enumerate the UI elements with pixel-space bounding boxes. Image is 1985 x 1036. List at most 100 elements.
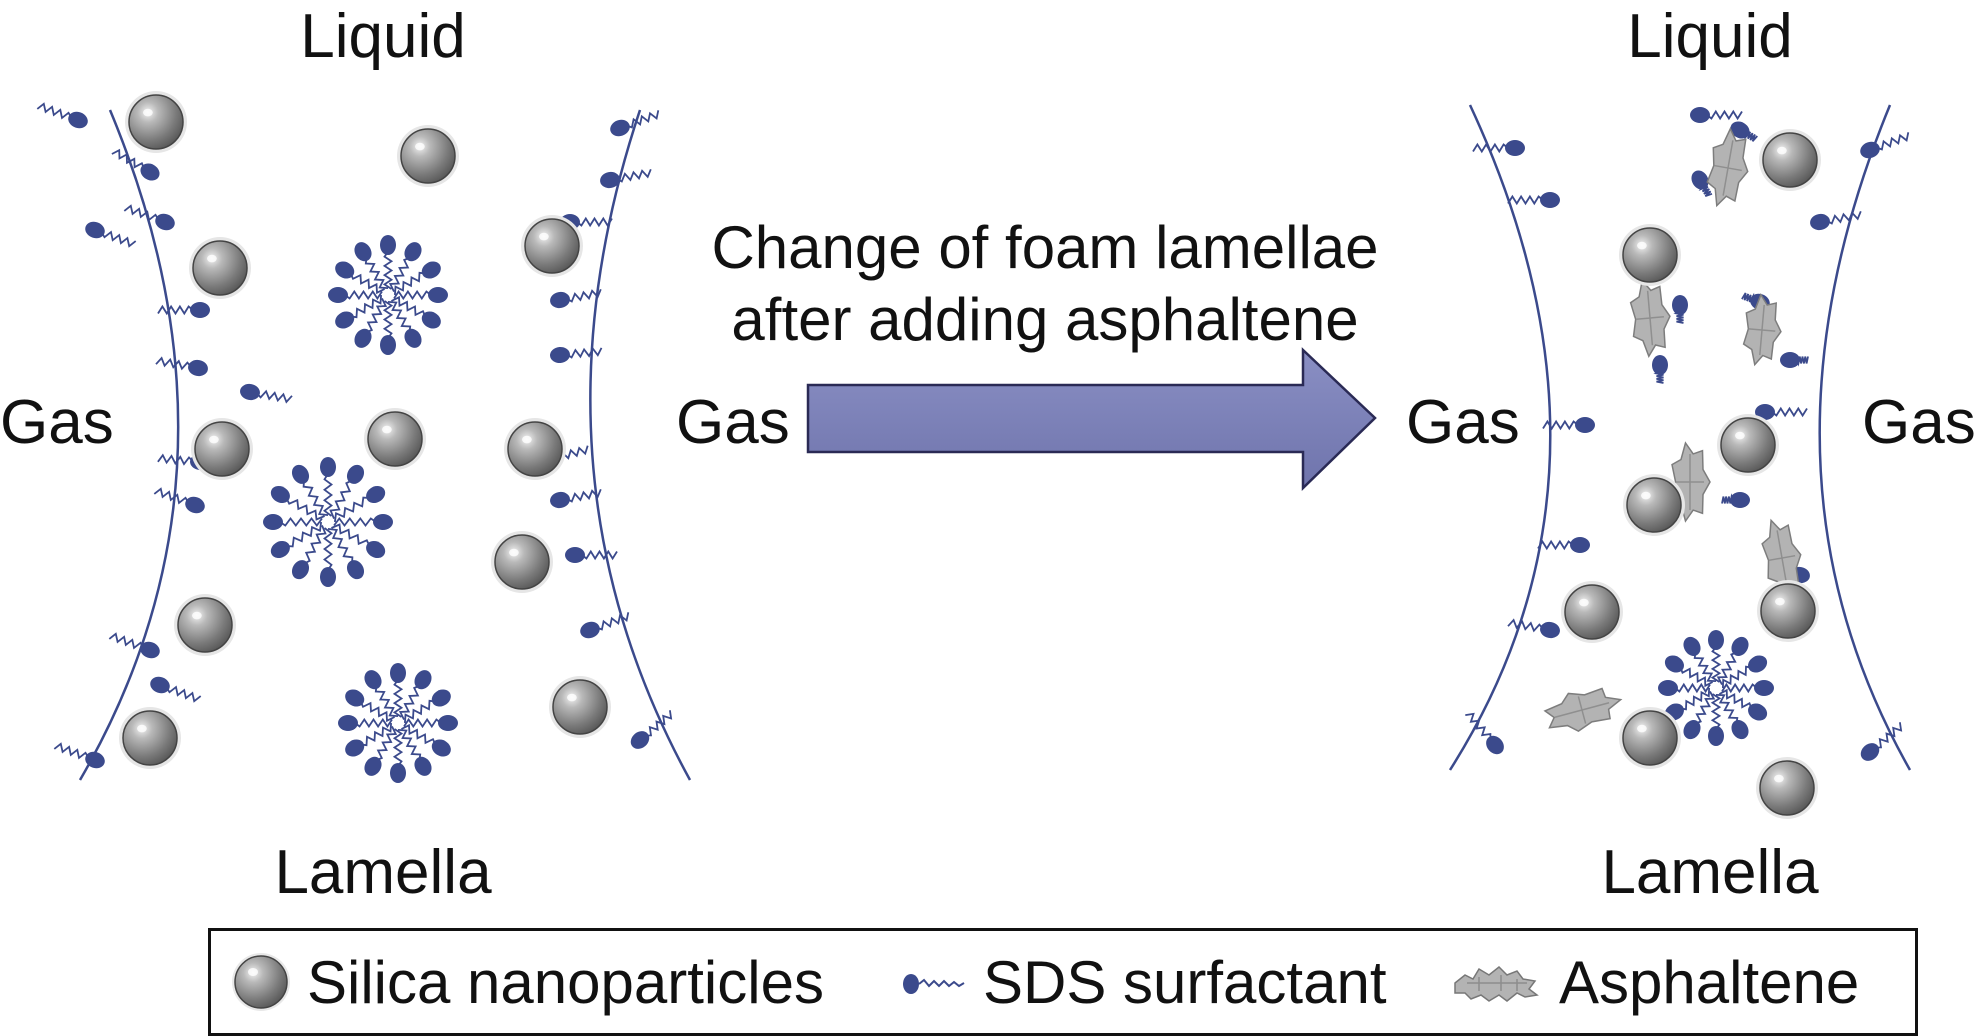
sds-surfactant bbox=[580, 612, 630, 639]
silica-nanoparticle bbox=[125, 91, 187, 153]
sds-surfactant bbox=[1780, 352, 1809, 368]
sds-surfactant bbox=[1691, 170, 1713, 197]
sds-surfactant bbox=[150, 676, 202, 703]
sds-surfactant bbox=[1507, 618, 1560, 639]
sds-surfactant bbox=[398, 670, 432, 720]
lamella-film-lines bbox=[78, 104, 1912, 781]
micelles bbox=[263, 235, 1774, 783]
left-lamella-label: Lamella bbox=[274, 838, 492, 907]
asphaltene-aggregate bbox=[1761, 518, 1802, 599]
arrow-caption-line1: Change of foam lamellae bbox=[711, 214, 1379, 281]
sds-surfactant bbox=[404, 689, 451, 724]
sds-surfactant bbox=[1755, 404, 1808, 420]
silica-nanoparticle bbox=[1759, 129, 1821, 191]
sds-surfactant bbox=[1672, 295, 1688, 324]
sds-surfactant bbox=[1860, 132, 1910, 159]
micelle bbox=[338, 663, 458, 783]
legend-item-sds: SDS surfactant bbox=[901, 931, 1387, 1033]
sds-surfactant bbox=[240, 383, 293, 404]
micelle bbox=[263, 457, 393, 587]
sds-surfactant bbox=[393, 287, 448, 303]
sds-surfactant bbox=[333, 514, 393, 530]
sds-surfactant bbox=[334, 485, 386, 523]
sds-surfactant bbox=[364, 670, 399, 717]
right-film-left-boundary bbox=[1448, 104, 1552, 771]
sds-surfactant bbox=[630, 710, 673, 749]
sds-surfactant bbox=[354, 242, 389, 289]
right-film-right-boundary bbox=[1818, 104, 1912, 771]
silica-nanoparticle bbox=[397, 125, 459, 187]
sds-surfactant bbox=[1708, 693, 1724, 746]
sds-surfactant bbox=[390, 663, 406, 718]
sds-surfactant bbox=[345, 722, 392, 757]
sds-surfactant bbox=[1718, 688, 1768, 721]
sds-surfactant bbox=[53, 742, 105, 769]
sds-surfactant bbox=[1683, 690, 1716, 740]
sds-surfactant bbox=[291, 464, 329, 516]
sds-surfactant bbox=[263, 514, 323, 530]
silica-nanoparticle bbox=[1623, 474, 1685, 536]
sds-surfactant bbox=[380, 235, 396, 290]
sds-surfactant bbox=[335, 261, 385, 295]
sds-surfactant-icon bbox=[903, 974, 965, 994]
legend-item-silica: Silica nanoparticles bbox=[227, 931, 824, 1033]
sds-surfactant bbox=[394, 261, 441, 296]
asphaltene-aggregate bbox=[1742, 292, 1782, 367]
sds-surfactant bbox=[354, 298, 388, 348]
sds-surfactant bbox=[1722, 655, 1768, 689]
silica-nanoparticle bbox=[491, 531, 553, 593]
right-liquid-label: Liquid bbox=[1627, 2, 1793, 71]
sds-surfactant bbox=[1860, 722, 1903, 761]
silica-nanoparticle bbox=[174, 594, 236, 656]
sds-surfactant bbox=[108, 632, 160, 659]
asphaltene-aggregate bbox=[1629, 278, 1671, 358]
sds-surfactant bbox=[111, 148, 160, 181]
silica-nanoparticle bbox=[1717, 414, 1779, 476]
sds-surfactant bbox=[1658, 680, 1711, 696]
arrow-caption-line2: after adding asphaltene bbox=[731, 286, 1359, 353]
sds-surfactant bbox=[153, 487, 205, 514]
sds-surfactant bbox=[1542, 417, 1595, 433]
sds-surfactant bbox=[397, 729, 432, 776]
sds-surfactant bbox=[401, 723, 451, 757]
sds-surfactant bbox=[1721, 492, 1750, 508]
sds-surfactant bbox=[550, 488, 602, 509]
sds-surfactant bbox=[320, 527, 336, 587]
sds-surfactant bbox=[387, 301, 422, 348]
legend-item-asphaltene: Asphaltene bbox=[1451, 931, 1859, 1033]
sds-surfactant bbox=[610, 110, 660, 137]
asphaltene-aggregate bbox=[1543, 687, 1623, 733]
silica-nanoparticle-icon bbox=[232, 953, 290, 1011]
transition-arrow bbox=[806, 347, 1377, 491]
sds-surfactant bbox=[331, 523, 386, 559]
right-gas-label-right: Gas bbox=[1862, 388, 1976, 457]
sds-surfactant bbox=[1472, 140, 1525, 156]
sds-surfactant bbox=[550, 288, 602, 309]
silica-nanoparticle bbox=[1561, 581, 1623, 643]
sds-surfactant bbox=[338, 715, 393, 731]
silica-nanoparticle bbox=[549, 676, 611, 738]
silica-nanoparticle bbox=[191, 418, 253, 480]
sds-surfactant bbox=[403, 715, 458, 731]
asphaltene-aggregate bbox=[1706, 127, 1749, 208]
micelle bbox=[1658, 630, 1774, 746]
arrow-caption: Change of foam lamellae after adding asp… bbox=[711, 212, 1378, 356]
sds-surfactant bbox=[380, 300, 396, 355]
sds-surfactant bbox=[565, 547, 618, 563]
asphaltene-icon bbox=[1454, 965, 1539, 1002]
micelle bbox=[328, 235, 448, 355]
sds-surfactant bbox=[345, 689, 395, 723]
sds-surfactant bbox=[270, 521, 322, 559]
sds-surfactant bbox=[1652, 355, 1668, 384]
middle-gas-label: Gas bbox=[676, 388, 790, 457]
silica-nanoparticle bbox=[521, 215, 583, 277]
left-film-left-boundary bbox=[78, 109, 180, 781]
sds-surfactant bbox=[1715, 694, 1749, 740]
sds-surfactant bbox=[1465, 712, 1504, 755]
sds-surfactant bbox=[1810, 210, 1862, 231]
sds-surfactant bbox=[1683, 636, 1717, 682]
sds-surfactant bbox=[335, 294, 382, 329]
sds-surfactant bbox=[1507, 192, 1560, 208]
silica-nanoparticle bbox=[364, 408, 426, 470]
